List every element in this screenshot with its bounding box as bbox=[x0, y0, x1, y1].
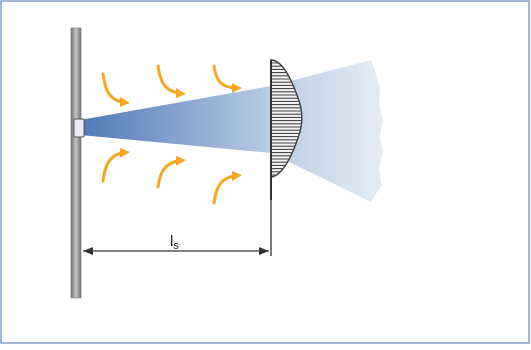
dimension-label: ls bbox=[170, 233, 179, 252]
curved-arrow-icon bbox=[212, 174, 236, 205]
curved-arrow-icon bbox=[212, 64, 236, 90]
outlet-nozzle bbox=[73, 118, 85, 138]
curved-arrow-icon bbox=[156, 159, 180, 189]
entrainment-arrows-upper bbox=[101, 64, 236, 104]
arrowhead-icon bbox=[232, 171, 242, 181]
arrowhead-icon bbox=[176, 156, 186, 166]
arrowhead-icon bbox=[232, 83, 242, 93]
curved-arrow-icon bbox=[156, 64, 180, 95]
curved-arrow-icon bbox=[101, 151, 124, 183]
dimension-label-main: l bbox=[170, 233, 173, 250]
air-jet-cone bbox=[80, 60, 383, 202]
entrainment-arrows-lower bbox=[101, 151, 236, 205]
entrainment-arrowheads-upper bbox=[120, 83, 242, 107]
wall bbox=[70, 27, 82, 299]
dimension-arrow-left-icon bbox=[83, 247, 93, 255]
arrowhead-icon bbox=[120, 148, 130, 158]
curved-arrow-icon bbox=[101, 72, 124, 104]
arrowhead-icon bbox=[120, 97, 130, 107]
arrowhead-icon bbox=[176, 88, 186, 98]
dimension-arrow-right-icon bbox=[259, 247, 269, 255]
dimension-label-subscript: s bbox=[173, 240, 179, 252]
throw-dimension: ls bbox=[83, 200, 272, 256]
entrainment-arrowheads-lower bbox=[120, 148, 242, 181]
